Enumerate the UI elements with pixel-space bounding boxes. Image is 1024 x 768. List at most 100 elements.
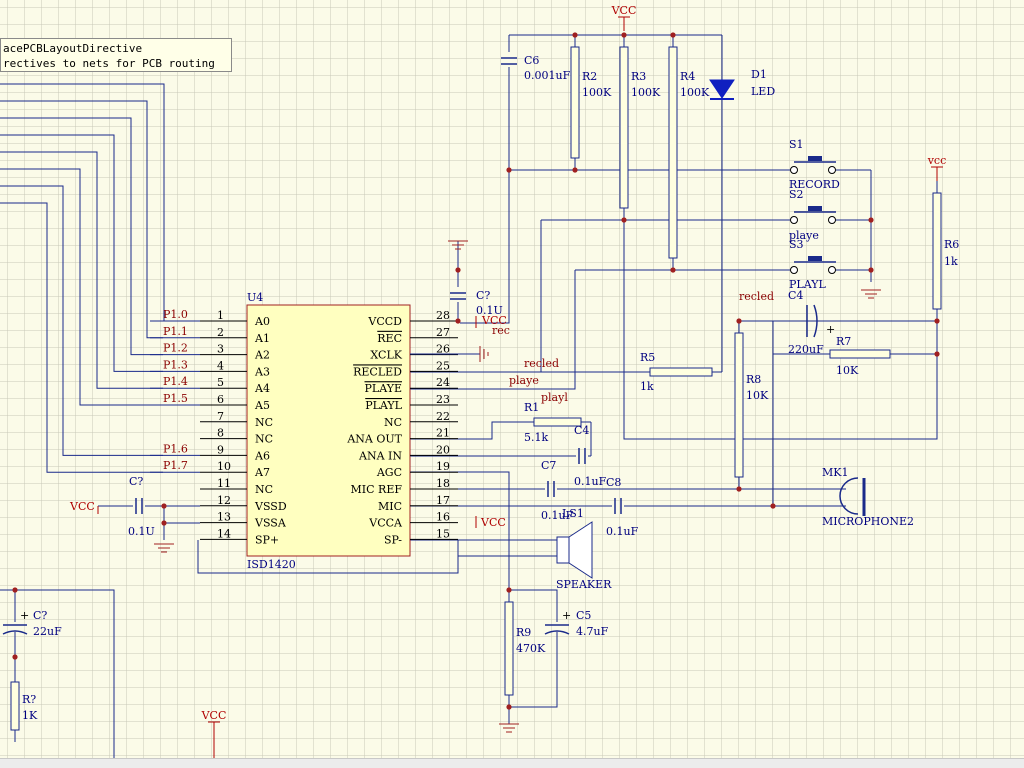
ref-c5: C5 bbox=[576, 609, 591, 622]
value-r5: 1k bbox=[640, 380, 654, 393]
ref-r6: R6 bbox=[944, 238, 959, 251]
junction-dot bbox=[736, 318, 742, 324]
bus-wire bbox=[0, 202, 163, 473]
net-label-vcc-16: VCC bbox=[480, 516, 506, 529]
junction-dot bbox=[670, 267, 676, 273]
pin-number: 25 bbox=[436, 359, 450, 372]
status-bar bbox=[0, 758, 1024, 768]
pin-number: 7 bbox=[217, 410, 224, 423]
pin-number: 22 bbox=[436, 410, 450, 423]
pin-name: RECLED bbox=[353, 365, 402, 378]
polarity-mark: + bbox=[826, 323, 835, 336]
pin-number: 13 bbox=[217, 511, 231, 524]
pin-number: 14 bbox=[217, 527, 231, 540]
ground-icon bbox=[861, 289, 881, 299]
pin-name: VSSD bbox=[254, 500, 287, 513]
value-c7: 0.1uF bbox=[541, 509, 574, 522]
net-label-port: P1.0 bbox=[163, 308, 188, 321]
polarity-mark: + bbox=[20, 609, 29, 622]
value-r7: 10K bbox=[836, 364, 859, 377]
pin-number: 15 bbox=[436, 527, 450, 540]
component-layer bbox=[2, 16, 943, 758]
wire bbox=[410, 270, 576, 390]
pin-name: ANA OUT bbox=[346, 433, 402, 446]
pin-name: XCLK bbox=[370, 349, 402, 362]
pin-name: REC bbox=[377, 332, 402, 345]
switch-button bbox=[808, 206, 822, 211]
junction-dot bbox=[868, 217, 874, 223]
ref-cq2: C? bbox=[129, 475, 143, 488]
capacitor-cq1 bbox=[450, 292, 466, 300]
switch-button bbox=[808, 156, 822, 161]
value-s1: RECORD bbox=[789, 178, 840, 191]
junction-dot bbox=[670, 32, 676, 38]
pin-number: 28 bbox=[436, 309, 450, 322]
resistor-r5 bbox=[649, 367, 713, 377]
wire bbox=[509, 589, 558, 622]
pin-name: A1 bbox=[254, 332, 270, 345]
net-label-vcc-pin: VCC bbox=[481, 314, 507, 327]
value-ls1: SPEAKER bbox=[556, 578, 612, 591]
value-r8: 10K bbox=[746, 389, 769, 402]
pin-name: A6 bbox=[254, 449, 270, 462]
ref-d1: D1 bbox=[751, 68, 767, 81]
power-port-label: VCC bbox=[611, 4, 637, 17]
value-r6: 1k bbox=[944, 255, 958, 268]
ref-r2: R2 bbox=[582, 70, 597, 83]
pin-number: 2 bbox=[217, 326, 224, 339]
switch-contact bbox=[790, 216, 798, 224]
value-rq: 1K bbox=[22, 709, 38, 722]
ref-r5: R5 bbox=[640, 351, 655, 364]
junction-dot bbox=[161, 520, 167, 526]
pin-number: 18 bbox=[436, 477, 450, 490]
resistor-r7 bbox=[829, 349, 891, 359]
value-c5: 4.7uF bbox=[576, 625, 609, 638]
bus-wire bbox=[0, 83, 165, 322]
capacitor-c8 bbox=[614, 498, 622, 514]
net-label-recled-switch: recled bbox=[739, 290, 774, 303]
pin-name: A4 bbox=[254, 382, 270, 395]
resistor-rq bbox=[10, 681, 20, 731]
junction-dot bbox=[455, 267, 461, 273]
capacitor-c5-plate bbox=[544, 630, 570, 635]
pin-name: A0 bbox=[254, 315, 270, 328]
ground-icon bbox=[499, 723, 519, 733]
power-port-label: VCC bbox=[201, 709, 227, 722]
ref-r9: R9 bbox=[516, 626, 531, 639]
ref-r1: R1 bbox=[524, 401, 539, 414]
pin-name: VCCD bbox=[367, 315, 402, 328]
wire bbox=[0, 589, 115, 758]
ref-s1: S1 bbox=[789, 138, 804, 151]
junction-dot bbox=[868, 267, 874, 273]
resistor-r1 bbox=[533, 417, 582, 427]
net-label-recled: recled bbox=[524, 357, 559, 370]
capacitor-c7 bbox=[547, 481, 555, 497]
bus-wire bbox=[0, 100, 163, 339]
pin-name: VCCA bbox=[368, 517, 403, 530]
wire bbox=[509, 632, 558, 708]
pin-number: 19 bbox=[436, 460, 450, 473]
pin-number: 6 bbox=[217, 393, 224, 406]
pin-number: 10 bbox=[217, 460, 231, 473]
value-c6: 0.001uF bbox=[524, 69, 571, 82]
pin-name: A3 bbox=[254, 365, 270, 378]
junction-dot bbox=[572, 32, 578, 38]
pin-name: MIC REF bbox=[351, 483, 403, 496]
pin-name: VSSA bbox=[254, 517, 287, 530]
pin-name: PLAYL bbox=[365, 399, 402, 412]
chip-designator: U4 bbox=[247, 291, 263, 304]
pin-name: PLAYE bbox=[365, 382, 403, 395]
switch-contact bbox=[828, 166, 836, 174]
junction-dot bbox=[934, 318, 940, 324]
junction-dot bbox=[455, 318, 461, 324]
pin-number: 9 bbox=[217, 443, 224, 456]
pin-name: NC bbox=[255, 433, 273, 446]
pin-name: A7 bbox=[254, 466, 270, 479]
capacitor-cq2 bbox=[135, 498, 143, 514]
net-label-port: P1.7 bbox=[163, 459, 188, 472]
ref-rq: R? bbox=[22, 693, 36, 706]
pin-number: 4 bbox=[217, 359, 224, 372]
